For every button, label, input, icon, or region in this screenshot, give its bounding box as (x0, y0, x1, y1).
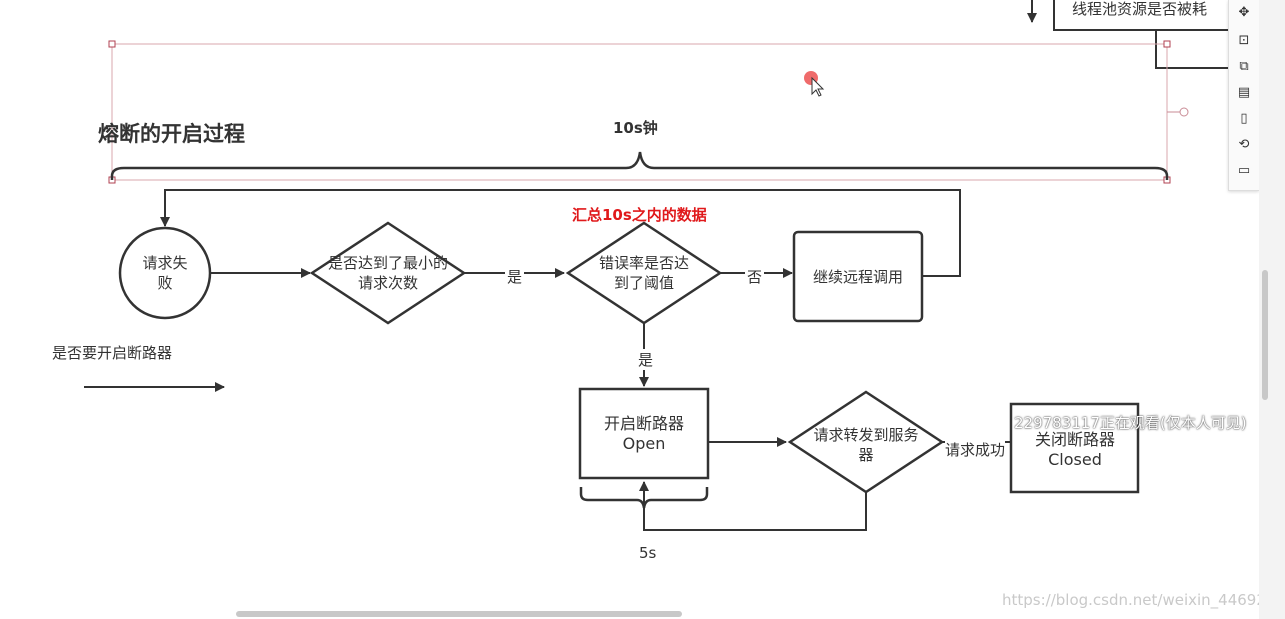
legend-label: 是否要开启断路器 (52, 344, 173, 362)
continue-remote-node[interactable] (792, 230, 924, 323)
forward-request-label: 请求转发到服务器 (813, 426, 919, 464)
side-toolbar: ✥ ⊡ ⧉ ▤ ▯ ⟲ ▭ (1228, 0, 1259, 191)
continue-remote-label: 继续远程调用 (812, 268, 903, 286)
threadpool-out-edge (1155, 30, 1240, 69)
error-rate-label: 错误率是否达到了阈值 (598, 254, 689, 292)
selection-handles[interactable] (108, 40, 1171, 184)
edge-yes-2-label: 是 (636, 349, 656, 370)
edge-success-label: 请求成功 (945, 439, 1006, 460)
blog-watermark: https://blog.csdn.net/weixin_44692700 (1002, 591, 1285, 609)
summary-label: 汇总10s之内的数据 (572, 206, 707, 224)
crosshair-icon[interactable]: ✥ (1238, 5, 1250, 20)
selection-frame[interactable] (111, 43, 1168, 181)
open-breaker-node[interactable] (578, 387, 710, 480)
text-box-icon[interactable]: ⊡ (1238, 33, 1250, 48)
horizontal-scrollbar-thumb[interactable] (236, 611, 682, 617)
close-breaker-label: 关闭断路器 Closed (1034, 430, 1115, 469)
min-requests-label: 是否达到了最小的请求次数 (328, 254, 449, 292)
page-icon[interactable]: ▯ (1240, 111, 1248, 126)
diagram-title: 熔断的开启过程 (98, 122, 245, 146)
rotate-handle[interactable] (1179, 107, 1189, 117)
wait-label: 5s (639, 544, 657, 562)
edge-no-1-label: 否 (745, 266, 765, 287)
copy-icon[interactable]: ▤ (1237, 85, 1251, 100)
min-requests-node[interactable] (309, 221, 467, 325)
window-brace[interactable] (110, 151, 1169, 180)
cursor-icon (811, 76, 825, 97)
close-breaker-node[interactable] (1009, 402, 1140, 494)
loop-edge (160, 189, 961, 277)
vertical-scrollbar-thumb[interactable] (1262, 270, 1268, 400)
edge-forward-to-open-loop (639, 481, 867, 531)
resize-icon[interactable]: ⧉ (1239, 59, 1249, 74)
window-label: 10s钟 (613, 119, 658, 137)
wait-brace[interactable] (579, 487, 709, 509)
edge-yes-1-label: 是 (505, 266, 525, 287)
viewer-watermark: 229783117正在观看(仅本人可见) (1014, 414, 1247, 432)
request-fail-label: 请求失败 (142, 254, 188, 292)
comment-icon[interactable]: ▭ (1237, 163, 1251, 178)
open-breaker-label: 开启断路器 Open (603, 414, 684, 453)
threadpool-node-label: 线程池资源是否被耗 (1072, 0, 1208, 18)
history-icon[interactable]: ⟲ (1238, 137, 1250, 152)
